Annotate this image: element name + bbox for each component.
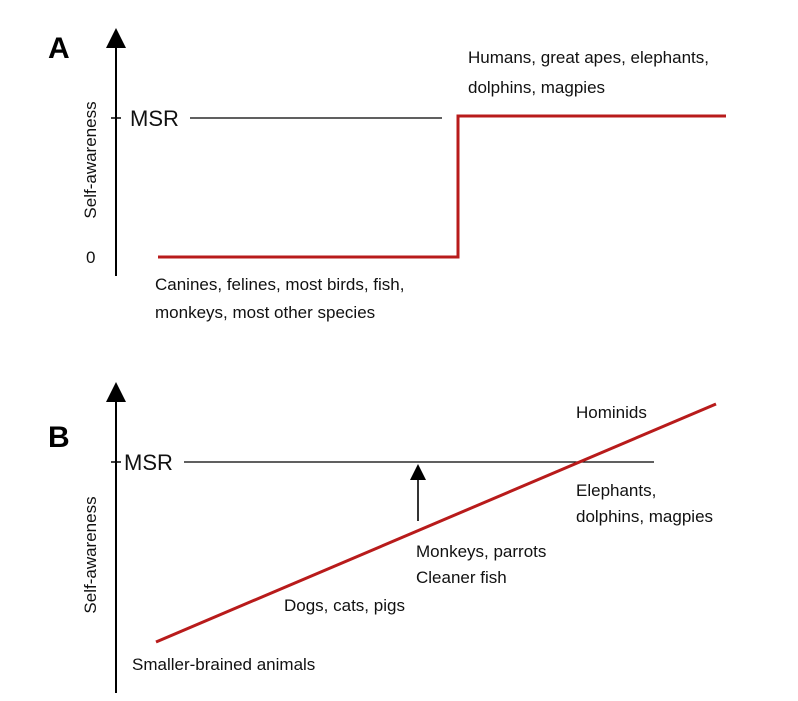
- panel-a-lower-group-line1: Canines, felines, most birds, fish,: [155, 275, 404, 294]
- panel-b-y-axis-label: Self-awareness: [81, 496, 100, 613]
- panel-b-msr-label: MSR: [124, 450, 173, 475]
- panel-b-elephants-line2: dolphins, magpies: [576, 507, 713, 526]
- panel-b-dogs-label: Dogs, cats, pigs: [284, 596, 405, 615]
- panel-b-smaller-label: Smaller-brained animals: [132, 655, 315, 674]
- panel-b-trend-line: [155, 402, 717, 644]
- panel-a-letter: A: [48, 32, 70, 65]
- panel-b-elephants-line1: Elephants,: [576, 481, 656, 500]
- panel-a-zero-label: 0: [86, 248, 95, 267]
- panel-a-upper-group-line1: Humans, great apes, elephants,: [468, 48, 709, 67]
- panel-a-lower-group-line2: monkeys, most other species: [155, 303, 375, 322]
- panel-b: B Self-awareness MSR Hominids Elephants,…: [48, 382, 717, 693]
- panel-b-hominids-label: Hominids: [576, 403, 647, 422]
- panel-a-msr-label: MSR: [130, 106, 179, 131]
- panel-a: A Self-awareness MSR 0 Humans, great ape…: [48, 28, 726, 322]
- panel-b-monkeys-line1: Monkeys, parrots: [416, 542, 546, 561]
- panel-b-letter: B: [48, 421, 70, 454]
- panel-a-upper-group-line2: dolphins, magpies: [468, 78, 605, 97]
- panel-b-monkeys-line2: Cleaner fish: [416, 568, 507, 587]
- panel-a-step-curve: [158, 114, 726, 259]
- panel-a-y-axis-label: Self-awareness: [81, 101, 100, 218]
